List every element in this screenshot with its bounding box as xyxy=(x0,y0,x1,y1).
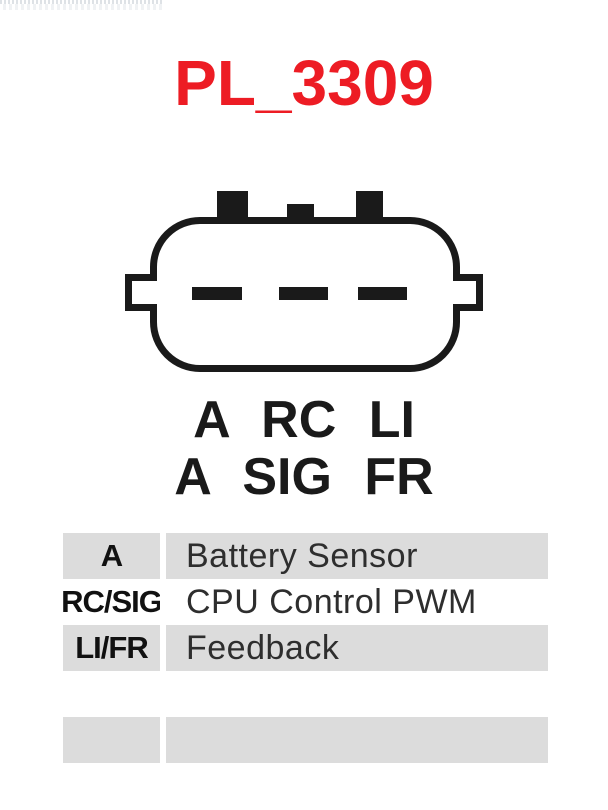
page-title: PL_3309 xyxy=(174,47,434,119)
empty-pin-cell xyxy=(63,717,160,763)
mounting-tab-left-icon xyxy=(217,191,248,221)
scan-artifact xyxy=(0,0,162,10)
pin-cell: A xyxy=(63,533,160,579)
pin-labels-row-1: A RC LI xyxy=(193,391,415,449)
pin-table: A Battery Sensor RC/SIG CPU Control PWM … xyxy=(61,533,548,671)
column-gap xyxy=(160,533,166,579)
pin-slot-1-icon xyxy=(192,287,242,300)
empty-table-row xyxy=(63,717,548,763)
mounting-tab-middle-icon xyxy=(287,204,314,221)
mounting-tab-right-icon xyxy=(356,191,383,221)
pin-cell: LI/FR xyxy=(63,625,160,671)
column-gap xyxy=(160,579,166,625)
column-gap xyxy=(160,625,166,671)
description-cell: CPU Control PWM xyxy=(166,579,548,625)
pin-labels: A RC LI A SIG FR xyxy=(0,392,608,506)
connector-diagram-icon xyxy=(125,191,483,372)
pin-slot-3-icon xyxy=(358,287,407,300)
description-cell: Battery Sensor xyxy=(166,533,548,579)
description-cell: Feedback xyxy=(166,625,548,671)
empty-description-cell xyxy=(166,717,548,763)
pin-slot-2-icon xyxy=(279,287,328,300)
column-gap xyxy=(160,717,166,763)
pin-cell: RC/SIG xyxy=(61,579,163,625)
pin-labels-row-2: A SIG FR xyxy=(174,448,434,506)
